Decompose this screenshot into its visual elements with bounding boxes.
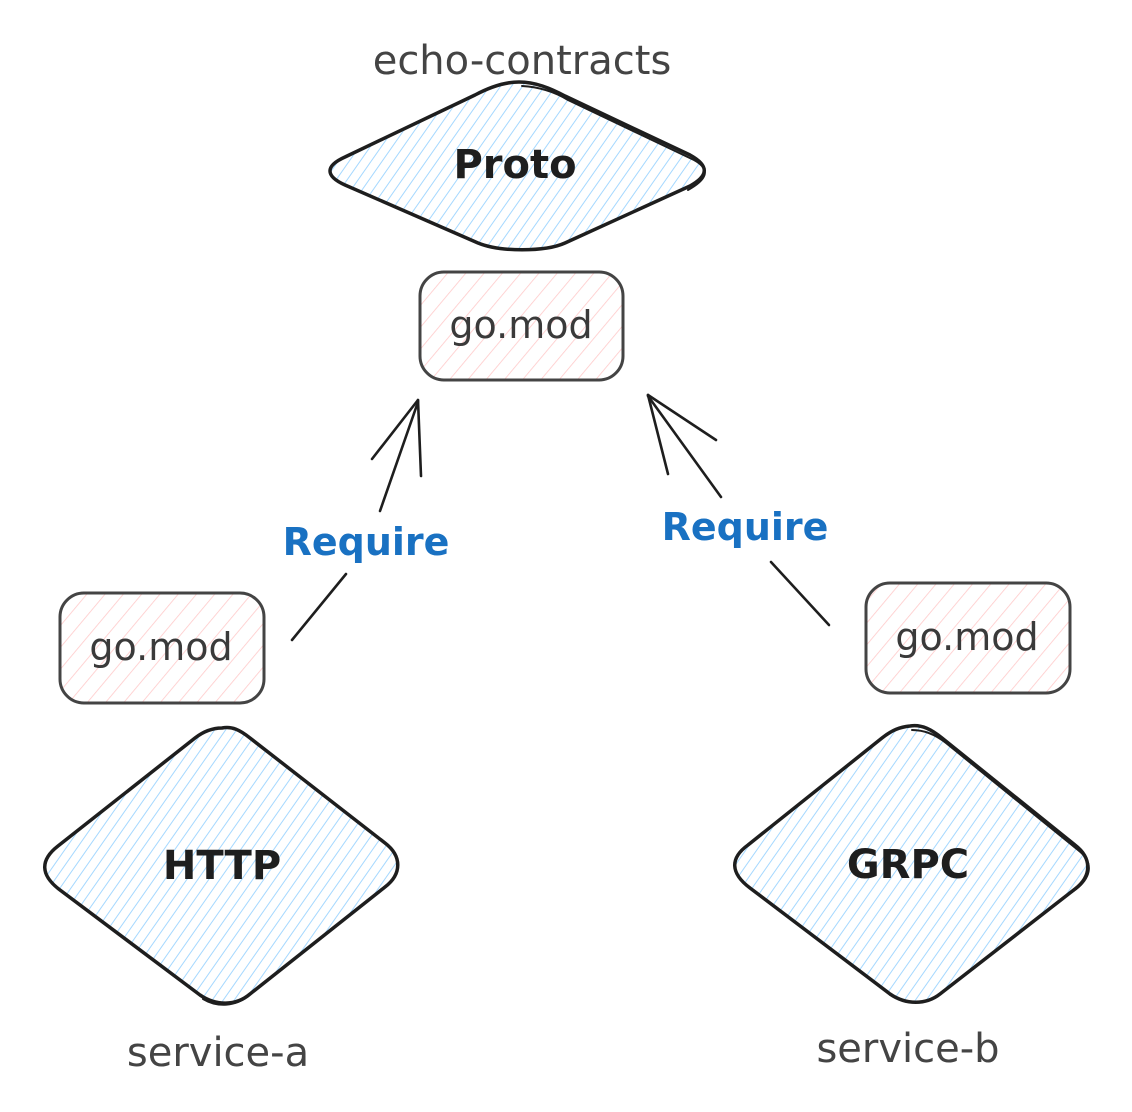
proto-diamond-fill [330,82,705,250]
arrow-shaft-lower [769,560,831,627]
proto-caption: echo-contracts [373,38,672,84]
service-a-gomod-fill [60,593,264,703]
service-a-gomod-node[interactable]: go.mod [58,591,266,705]
arrow-shaft-upper [378,400,420,513]
grpc-diamond-fill [734,725,1088,1003]
require-edge-right[interactable]: Require [646,393,831,627]
arrowhead-left-wing [646,393,670,476]
service-b-gomod-label: go.mod [895,615,1038,659]
proto-node[interactable]: echo-contracts Proto [328,38,706,252]
service-b-gomod-fill [866,583,1070,693]
arrow-shaft-lower [290,572,348,642]
grpc-diamond-sketch [911,729,1090,893]
http-diamond-outline [43,725,400,1005]
http-caption: service-a [127,1030,309,1076]
contracts-gomod-node[interactable]: go.mod [418,270,625,382]
http-node[interactable]: HTTP service-a [43,725,400,1076]
proto-label: Proto [453,142,576,188]
arrowhead-right-wing [646,393,718,442]
arrowhead-right-wing [416,398,423,478]
require-label-left: Require [283,520,450,564]
service-a-gomod-label: go.mod [89,625,232,669]
service-a-gomod-outline [58,591,266,705]
grpc-diamond-outline [733,723,1090,1004]
proto-diamond-outline [328,80,706,252]
require-label-right: Require [662,505,829,549]
service-b-gomod-node[interactable]: go.mod [864,581,1072,695]
contracts-gomod-fill [420,272,623,380]
proto-diamond-sketch [521,85,706,191]
contracts-gomod-outline [418,270,625,382]
require-edge-left[interactable]: Require [283,398,450,642]
arrow-shaft-upper [646,394,723,499]
grpc-node[interactable]: GRPC service-b [733,723,1090,1072]
contracts-gomod-label: go.mod [449,303,592,347]
http-label: HTTP [163,843,281,889]
http-diamond-fill [44,727,398,1004]
grpc-label: GRPC [847,842,969,888]
grpc-caption: service-b [816,1026,999,1072]
service-b-gomod-outline [864,581,1072,695]
http-diamond-sketch [202,995,249,1006]
arrowhead-left-wing [370,398,420,461]
